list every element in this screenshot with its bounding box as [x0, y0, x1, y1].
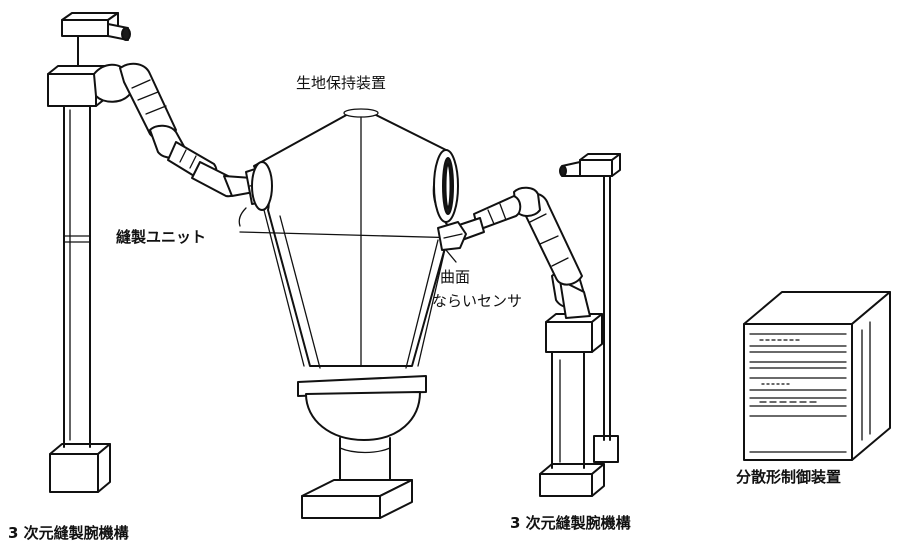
left-column-head [47, 65, 107, 107]
right-camera-pole [603, 175, 611, 441]
left-base-block [49, 443, 111, 493]
holder-label: 生地保持装置 [296, 74, 387, 92]
left-camera [61, 12, 131, 67]
right-arm-assembly [437, 153, 621, 497]
right-side-block [593, 435, 619, 463]
right-sewing-unit [437, 221, 467, 251]
left-column [63, 99, 91, 448]
right-column-head [545, 313, 603, 353]
right-camera [559, 153, 621, 177]
fabric-holding-device [251, 108, 459, 519]
left-robot-arm [93, 62, 255, 198]
right-base-block [539, 463, 605, 497]
controller-cabinet [743, 291, 891, 461]
sensor-label-line2: ならいセンサ [432, 292, 523, 310]
sensor-label-line1: 曲面 [440, 268, 471, 286]
sewing-unit-label: 縫製ユニット [116, 228, 207, 246]
right-column [551, 351, 585, 469]
right-arm-label: 3 次元縫製腕機構 [510, 514, 631, 532]
sensor-leader-line [445, 249, 457, 263]
sewing-unit-leader-line [239, 231, 463, 239]
right-robot-arm [455, 186, 591, 319]
left-arm-assembly [47, 12, 283, 493]
left-arm-label: 3 次元縫製腕機構 [8, 524, 129, 542]
controller-label: 分散形制御装置 [736, 468, 842, 486]
